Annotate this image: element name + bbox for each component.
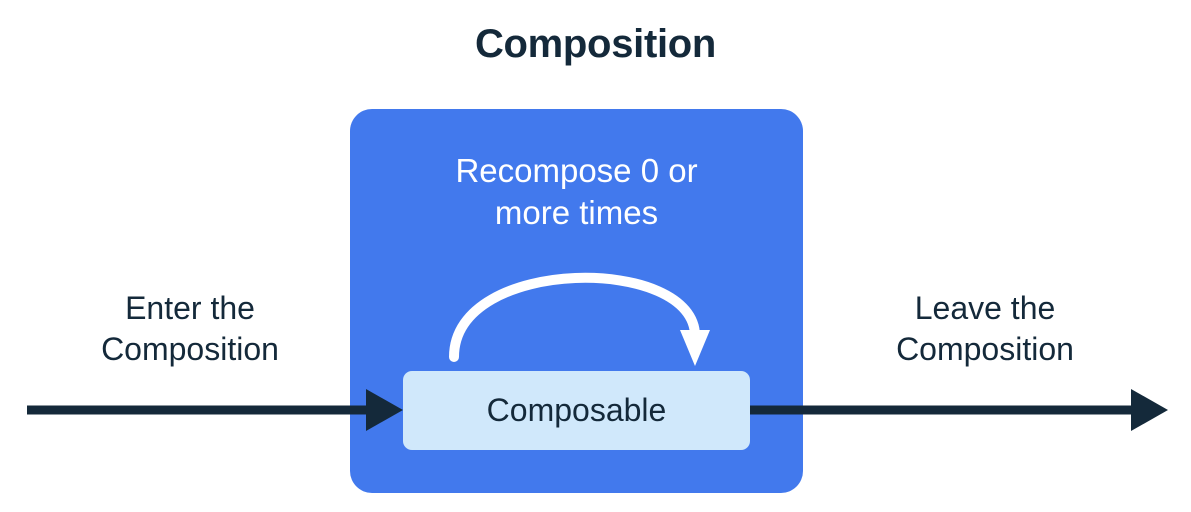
recompose-note: Recompose 0 or more times [350,150,803,234]
leave-composition-label-line-1: Leave the [914,290,1056,326]
composable-node [403,371,750,450]
arrow-right-icon-enter [27,389,403,431]
arrow-right-icon-leave [750,389,1168,431]
enter-composition-label-line-2: Composition [101,330,279,367]
enter-composition-label: Enter the Composition [30,288,350,370]
page-title: Composition [474,22,717,66]
recompose-note-line-2: more times [494,194,659,232]
recompose-note-line-1: Recompose 0 or [455,152,698,189]
leave-composition-label-line-2: Composition [896,330,1074,367]
composable-node-label: Composable [486,392,667,428]
enter-composition-label-line-1: Enter the [125,290,255,326]
leave-composition-label: Leave the Composition [810,288,1160,370]
